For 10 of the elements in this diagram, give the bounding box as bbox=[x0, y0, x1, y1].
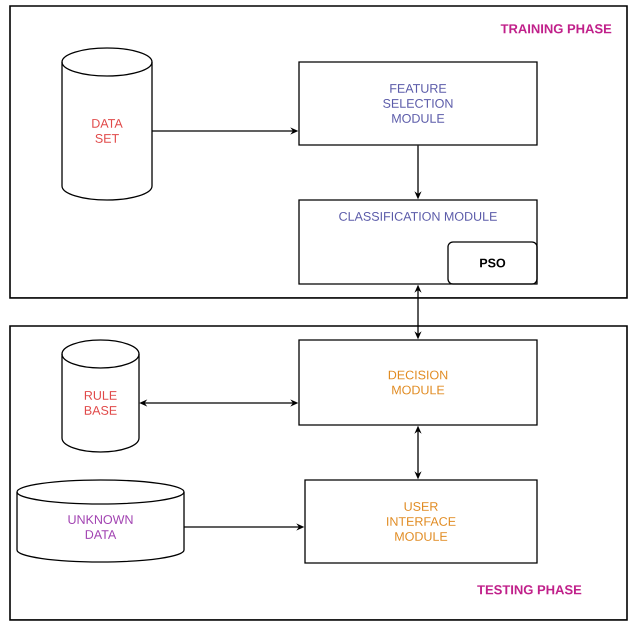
database-cylinder: RULE BASE bbox=[61, 339, 140, 453]
module-box: USER INTERFACE MODULE bbox=[304, 479, 538, 564]
node-label: DATA SET bbox=[92, 119, 123, 143]
module-box: FEATURE SELECTION MODULE bbox=[298, 61, 538, 146]
method-box: PSO bbox=[447, 241, 538, 285]
node-label: RULE BASE bbox=[84, 391, 117, 415]
database-cylinder: DATA SET bbox=[61, 47, 153, 201]
node-label: UNKNOWN DATA bbox=[68, 515, 132, 539]
database-cylinder: UNKNOWN DATA bbox=[16, 479, 185, 563]
module-box: DECISION MODULE bbox=[298, 339, 538, 426]
